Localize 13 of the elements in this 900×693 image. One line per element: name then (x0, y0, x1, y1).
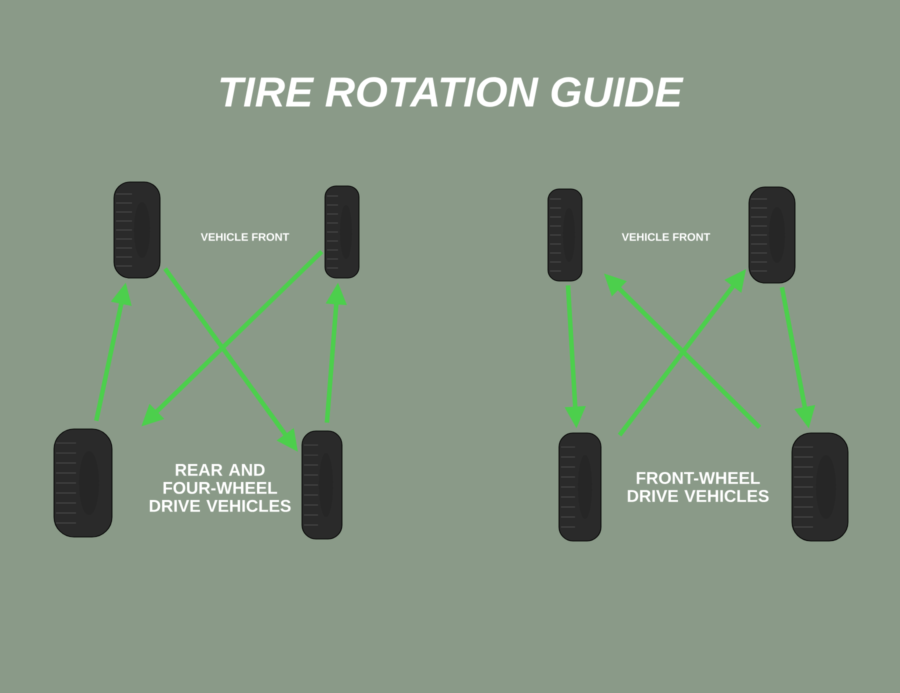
tire-picture (548, 188, 582, 282)
direction-label: VEHICLE FRONT (200, 233, 290, 241)
tire-picture (302, 430, 342, 540)
tire-picture (324, 186, 360, 278)
tire-picture (54, 428, 112, 538)
tire-picture (792, 432, 848, 542)
caption-text: FRONT-WHEEL DRIVE VEHICLES (628, 472, 769, 502)
tire-picture (114, 182, 160, 278)
caption-text: REAR AND FOUR-WHEEL DRIVE VEHICLES (150, 464, 291, 512)
title: TIRE ROTATION GUIDE (220, 77, 684, 107)
tire-picture (558, 432, 602, 542)
tire-picture (748, 186, 796, 284)
direction-label: VEHICLE FRONT (622, 233, 710, 241)
